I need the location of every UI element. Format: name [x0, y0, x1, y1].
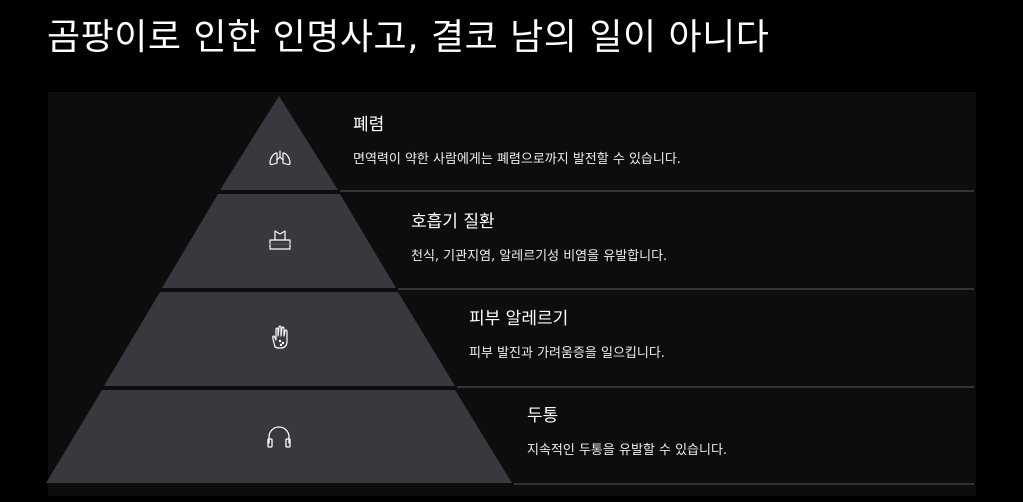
pyramid-tier-3 [104, 292, 455, 386]
hand-icon [272, 325, 288, 349]
tier-4-description: 지속적인 두통을 유발할 수 있습니다. [527, 443, 728, 458]
tier-1-title: 폐렴 [353, 115, 385, 135]
page-title: 곰팡이로 인한 인명사고, 결코 남의 일이 아니다 [47, 17, 770, 58]
tier-1-description: 면역력이 약한 사람에게는 폐렴으로까지 발전할 수 있습니다. [353, 152, 681, 167]
headphones-icon [267, 426, 291, 448]
tier-3-description: 피부 발진과 가려움증을 일으킵니다. [469, 346, 665, 361]
pyramid-tier-4 [46, 390, 512, 483]
tier-2-title: 호흡기 질환 [411, 212, 495, 232]
pyramid-tier-1 [220, 96, 338, 190]
tier-3-title: 피부 알레르기 [469, 309, 569, 329]
tissue-box-icon [269, 230, 291, 250]
tier-2-description: 천식, 기관지염, 알레르기성 비염을 유발합니다. [411, 249, 668, 264]
tier-4-title: 두통 [527, 406, 559, 426]
lungs-icon [269, 150, 291, 166]
pyramid-tier-2 [162, 194, 396, 288]
